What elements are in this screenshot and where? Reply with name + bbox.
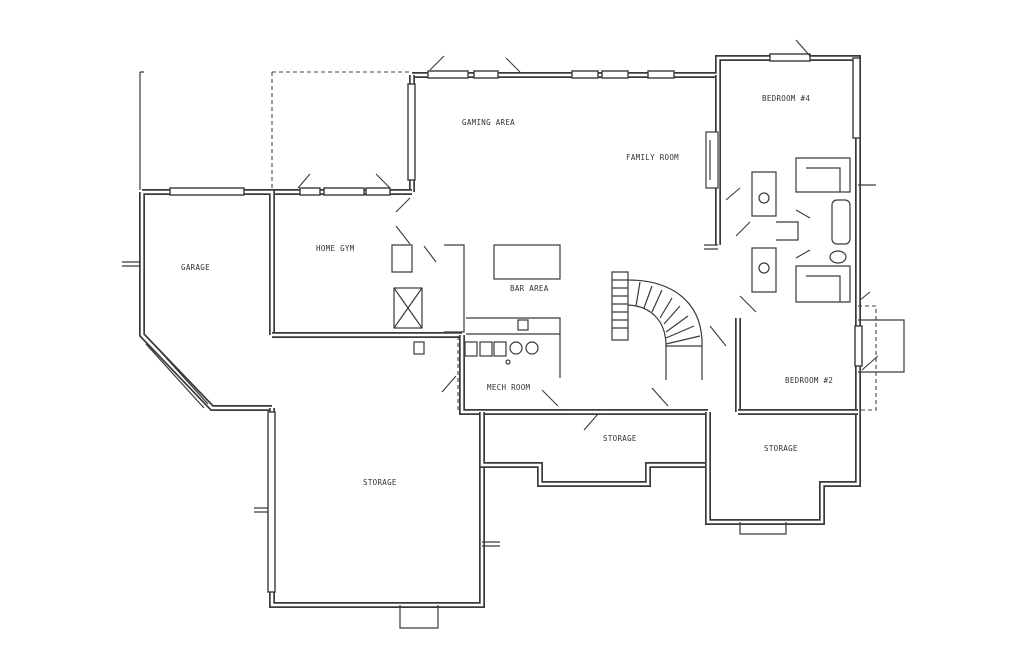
interior-lines [122,71,905,629]
doors [297,39,879,431]
label-family-room: FAMILY ROOM [626,153,679,162]
walls [139,55,861,608]
bar-island [493,244,561,280]
label-gaming-area: GAMING AREA [462,118,515,127]
label-storage-main: STORAGE [363,478,397,487]
label-bedroom-4: BEDROOM #4 [762,94,810,103]
room-labels: GAMING AREA FAMILY ROOM BEDROOM #4 HOME … [181,94,833,487]
label-storage-center: STORAGE [603,434,637,443]
label-mech-room: MECH ROOM [487,383,531,392]
windows [145,53,863,593]
label-garage: GARAGE [181,263,210,272]
label-bar-area: BAR AREA [510,284,549,293]
label-bedroom-2: BEDROOM #2 [785,376,833,385]
label-home-gym: HOME GYM [316,244,355,253]
label-storage-right: STORAGE [764,444,798,453]
